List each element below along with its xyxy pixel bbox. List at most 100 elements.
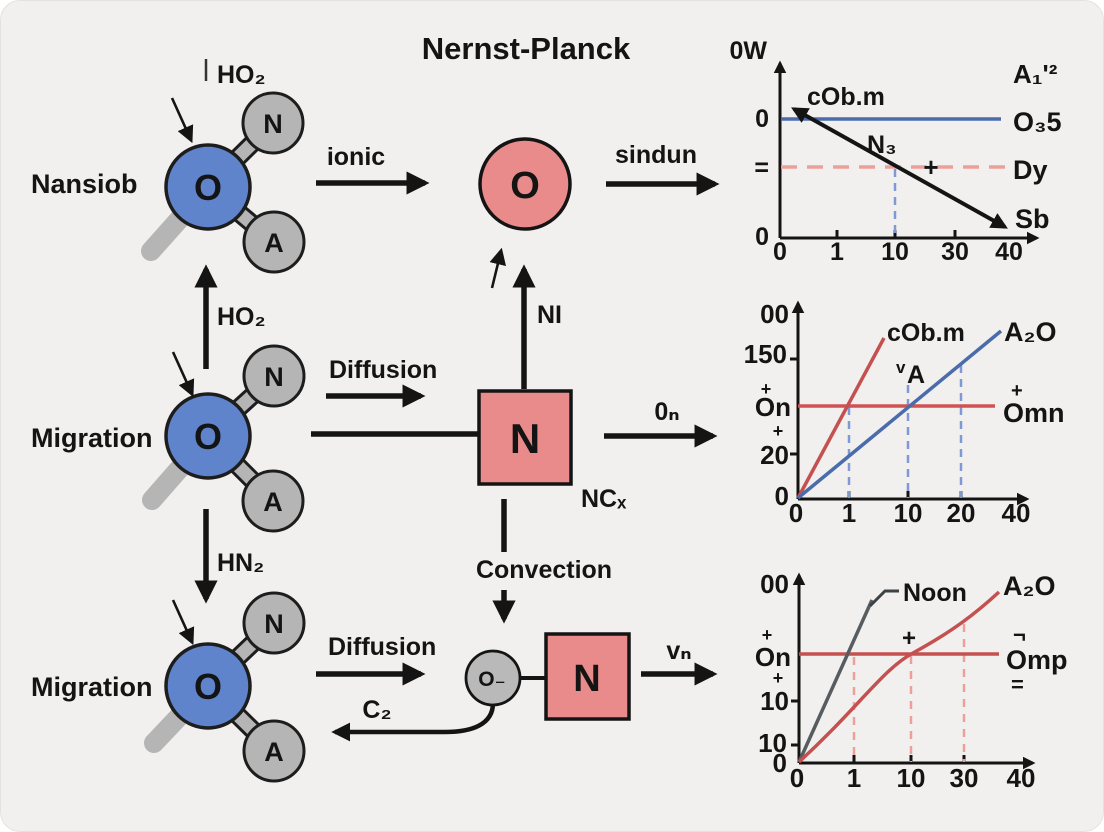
xtick-10: 10 xyxy=(894,498,923,528)
label-cobm: cOb.m xyxy=(807,83,885,111)
series-noon xyxy=(797,599,874,763)
ytick-0: 0 xyxy=(775,481,789,511)
label-a2o: A₂O xyxy=(1003,571,1056,601)
xtick-0: 0 xyxy=(789,498,803,528)
xtick-1: 1 xyxy=(830,238,844,266)
ytick-plus-a: + xyxy=(762,625,773,645)
box-n-bottom xyxy=(544,632,631,721)
label-sindun: sindun xyxy=(615,141,697,169)
atom-n-label: N xyxy=(264,609,284,639)
label-convection: Convection xyxy=(476,556,612,584)
small-o-node-label: O₋ xyxy=(478,668,505,691)
small-o-node xyxy=(464,649,522,707)
ytick-plus-b: + xyxy=(773,668,784,688)
pointer-arrow-ion xyxy=(489,247,507,289)
ytick-150: 150 xyxy=(744,339,787,369)
noon-callout-line xyxy=(868,589,899,608)
chart-middle-right: cOb.m A₂O v A + Omn 00 150 + On + 20 0 0… xyxy=(744,299,1065,528)
arrow-c2 xyxy=(331,702,496,742)
atom-o xyxy=(164,143,252,231)
atom-o xyxy=(164,642,252,730)
atom-a xyxy=(241,469,305,533)
xtick-1: 1 xyxy=(847,763,861,793)
ytick-plus-a: + xyxy=(761,379,772,399)
atom-n-label: N xyxy=(263,109,283,139)
atom-o-label: O xyxy=(194,416,222,457)
label-ionic: ionic xyxy=(327,143,385,171)
atom-o-label: O xyxy=(194,167,222,208)
chart-bottom-right: Noon A₂O + ¬ Omp = 00 + On + 10 10 0 0 1… xyxy=(755,569,1068,793)
series-cobm xyxy=(796,337,886,499)
label-nansiob: Nansiob xyxy=(31,169,138,199)
label-noon: Noon xyxy=(903,579,967,607)
ytick-eq: = xyxy=(754,154,769,182)
label-c2: C₂ xyxy=(362,696,391,724)
pointer-arrow xyxy=(171,599,195,646)
label-omp-neg: ¬ xyxy=(1013,622,1026,647)
label-plus: + xyxy=(923,152,938,182)
xtick-10: 10 xyxy=(897,763,926,793)
box-n-mid xyxy=(477,389,573,486)
atom-a-label: A xyxy=(264,737,284,767)
box-n-bottom-label: N xyxy=(573,658,600,700)
series-n3 xyxy=(791,107,1008,229)
chart-top-right: 0W cOb.m N₃ + A₁'² O₃5 Dy Sb 0 = 0 0 1 1… xyxy=(730,37,1062,266)
xtick-20: 20 xyxy=(947,498,976,528)
ytick-20: 20 xyxy=(760,440,789,470)
series-a2o xyxy=(797,590,1001,764)
ion-node xyxy=(478,137,572,231)
label-diffusion-bottom: Diffusion xyxy=(328,633,436,661)
ytick-0: 0 xyxy=(773,748,787,778)
atom-n xyxy=(242,591,306,655)
xtick-10: 10 xyxy=(881,238,909,266)
label-plus: + xyxy=(902,625,916,652)
xtick-30: 30 xyxy=(950,763,979,793)
label-ni: NI xyxy=(537,301,562,329)
label-va: A xyxy=(907,361,925,389)
atom-a xyxy=(242,210,306,274)
label-diffusion-mid: Diffusion xyxy=(329,356,437,384)
ytick-plus-b: + xyxy=(773,421,784,441)
molecule-nansiob: O N A xyxy=(141,91,306,274)
atom-o-label: O xyxy=(194,666,222,707)
ytick-on: On xyxy=(755,392,791,422)
atom-n xyxy=(241,91,305,155)
pointer-arrow xyxy=(171,351,195,398)
label-va-sup: v xyxy=(896,358,906,377)
atom-a-label: A xyxy=(263,487,283,517)
label-ncx: NCₓ xyxy=(581,485,627,513)
atom-o xyxy=(164,392,252,480)
label-a2o: A₂O xyxy=(1004,317,1057,347)
label-omn: Omn xyxy=(1003,398,1065,428)
label-ho2-top: HO₂ xyxy=(217,61,266,89)
molecule-migration-mid: O N A xyxy=(142,344,306,533)
label-omn-plus: + xyxy=(1011,380,1023,402)
y-axis-label: 0W xyxy=(730,37,768,65)
atom-a-label: A xyxy=(264,228,284,258)
xtick-30: 30 xyxy=(941,238,969,266)
pointer-arrow xyxy=(170,97,194,144)
label-cobm: cOb.m xyxy=(887,319,965,347)
ion-node-label: O xyxy=(510,165,540,207)
box-n-mid-label: N xyxy=(510,415,540,462)
label-dy: Dy xyxy=(1013,155,1048,185)
ytick-0-top: 0 xyxy=(755,105,769,133)
series-a2o xyxy=(796,329,1003,500)
xtick-40: 40 xyxy=(1007,763,1036,793)
label-hn2: HN₂ xyxy=(217,549,264,577)
ytick-0-bottom: 0 xyxy=(755,223,769,251)
label-o35: O₃5 xyxy=(1013,107,1062,137)
page-title: Nernst-Planck xyxy=(422,31,631,66)
label-ho2-mid: HO₂ xyxy=(217,303,266,331)
label-migration-mid: Migration xyxy=(31,423,153,453)
atom-a xyxy=(242,719,306,783)
ytick-00: 00 xyxy=(760,299,789,329)
label-n3: N₃ xyxy=(867,131,897,159)
ytick-10-a: 10 xyxy=(760,686,789,716)
ytick-10-b: 10 xyxy=(758,728,787,758)
atom-n xyxy=(242,344,306,408)
xtick-0: 0 xyxy=(773,238,787,266)
xtick-0: 0 xyxy=(790,763,804,793)
